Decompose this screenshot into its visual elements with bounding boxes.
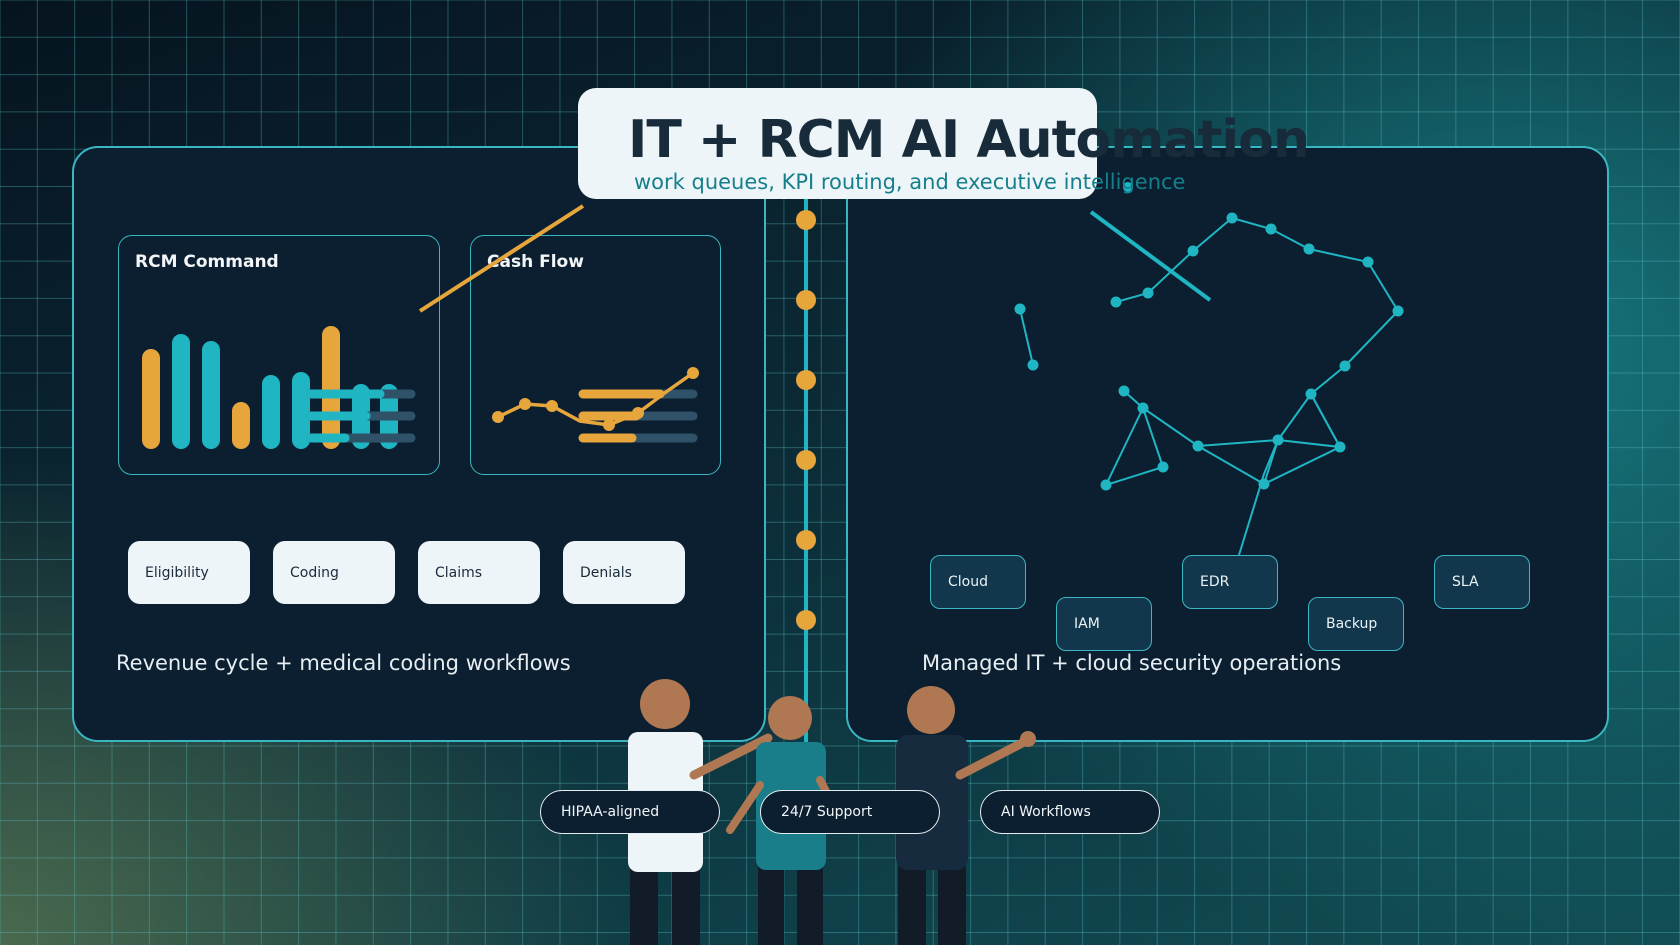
page-subtitle: work queues, KPI routing, and executive … xyxy=(634,170,1186,194)
tile-iam[interactable]: IAM xyxy=(1056,597,1152,651)
badge-hipaa: HIPAA-aligned xyxy=(540,790,720,834)
left-panel-caption: Revenue cycle + medical coding workflows xyxy=(116,651,571,675)
page-title: IT + RCM AI Automation xyxy=(628,110,1310,170)
tile-edr[interactable]: EDR xyxy=(1182,555,1278,609)
cash-flow-title: Cash Flow xyxy=(487,252,584,272)
cash-flow-card[interactable]: Cash Flow xyxy=(470,235,721,475)
pill-eligibility[interactable]: Eligibility xyxy=(128,541,250,604)
tile-cloud[interactable]: Cloud xyxy=(930,555,1026,609)
pill-denials[interactable]: Denials xyxy=(563,541,685,604)
rcm-command-card[interactable]: RCM Command xyxy=(118,235,440,475)
title-card xyxy=(578,88,1097,199)
tile-sla[interactable]: SLA xyxy=(1434,555,1530,609)
pill-claims[interactable]: Claims xyxy=(418,541,540,604)
right-panel-caption: Managed IT + cloud security operations xyxy=(922,651,1342,675)
badge-support: 24/7 Support xyxy=(760,790,940,834)
tile-backup[interactable]: Backup xyxy=(1308,597,1404,651)
pill-coding[interactable]: Coding xyxy=(273,541,395,604)
badge-ai-workflows: AI Workflows xyxy=(980,790,1160,834)
rcm-command-title: RCM Command xyxy=(135,252,279,272)
